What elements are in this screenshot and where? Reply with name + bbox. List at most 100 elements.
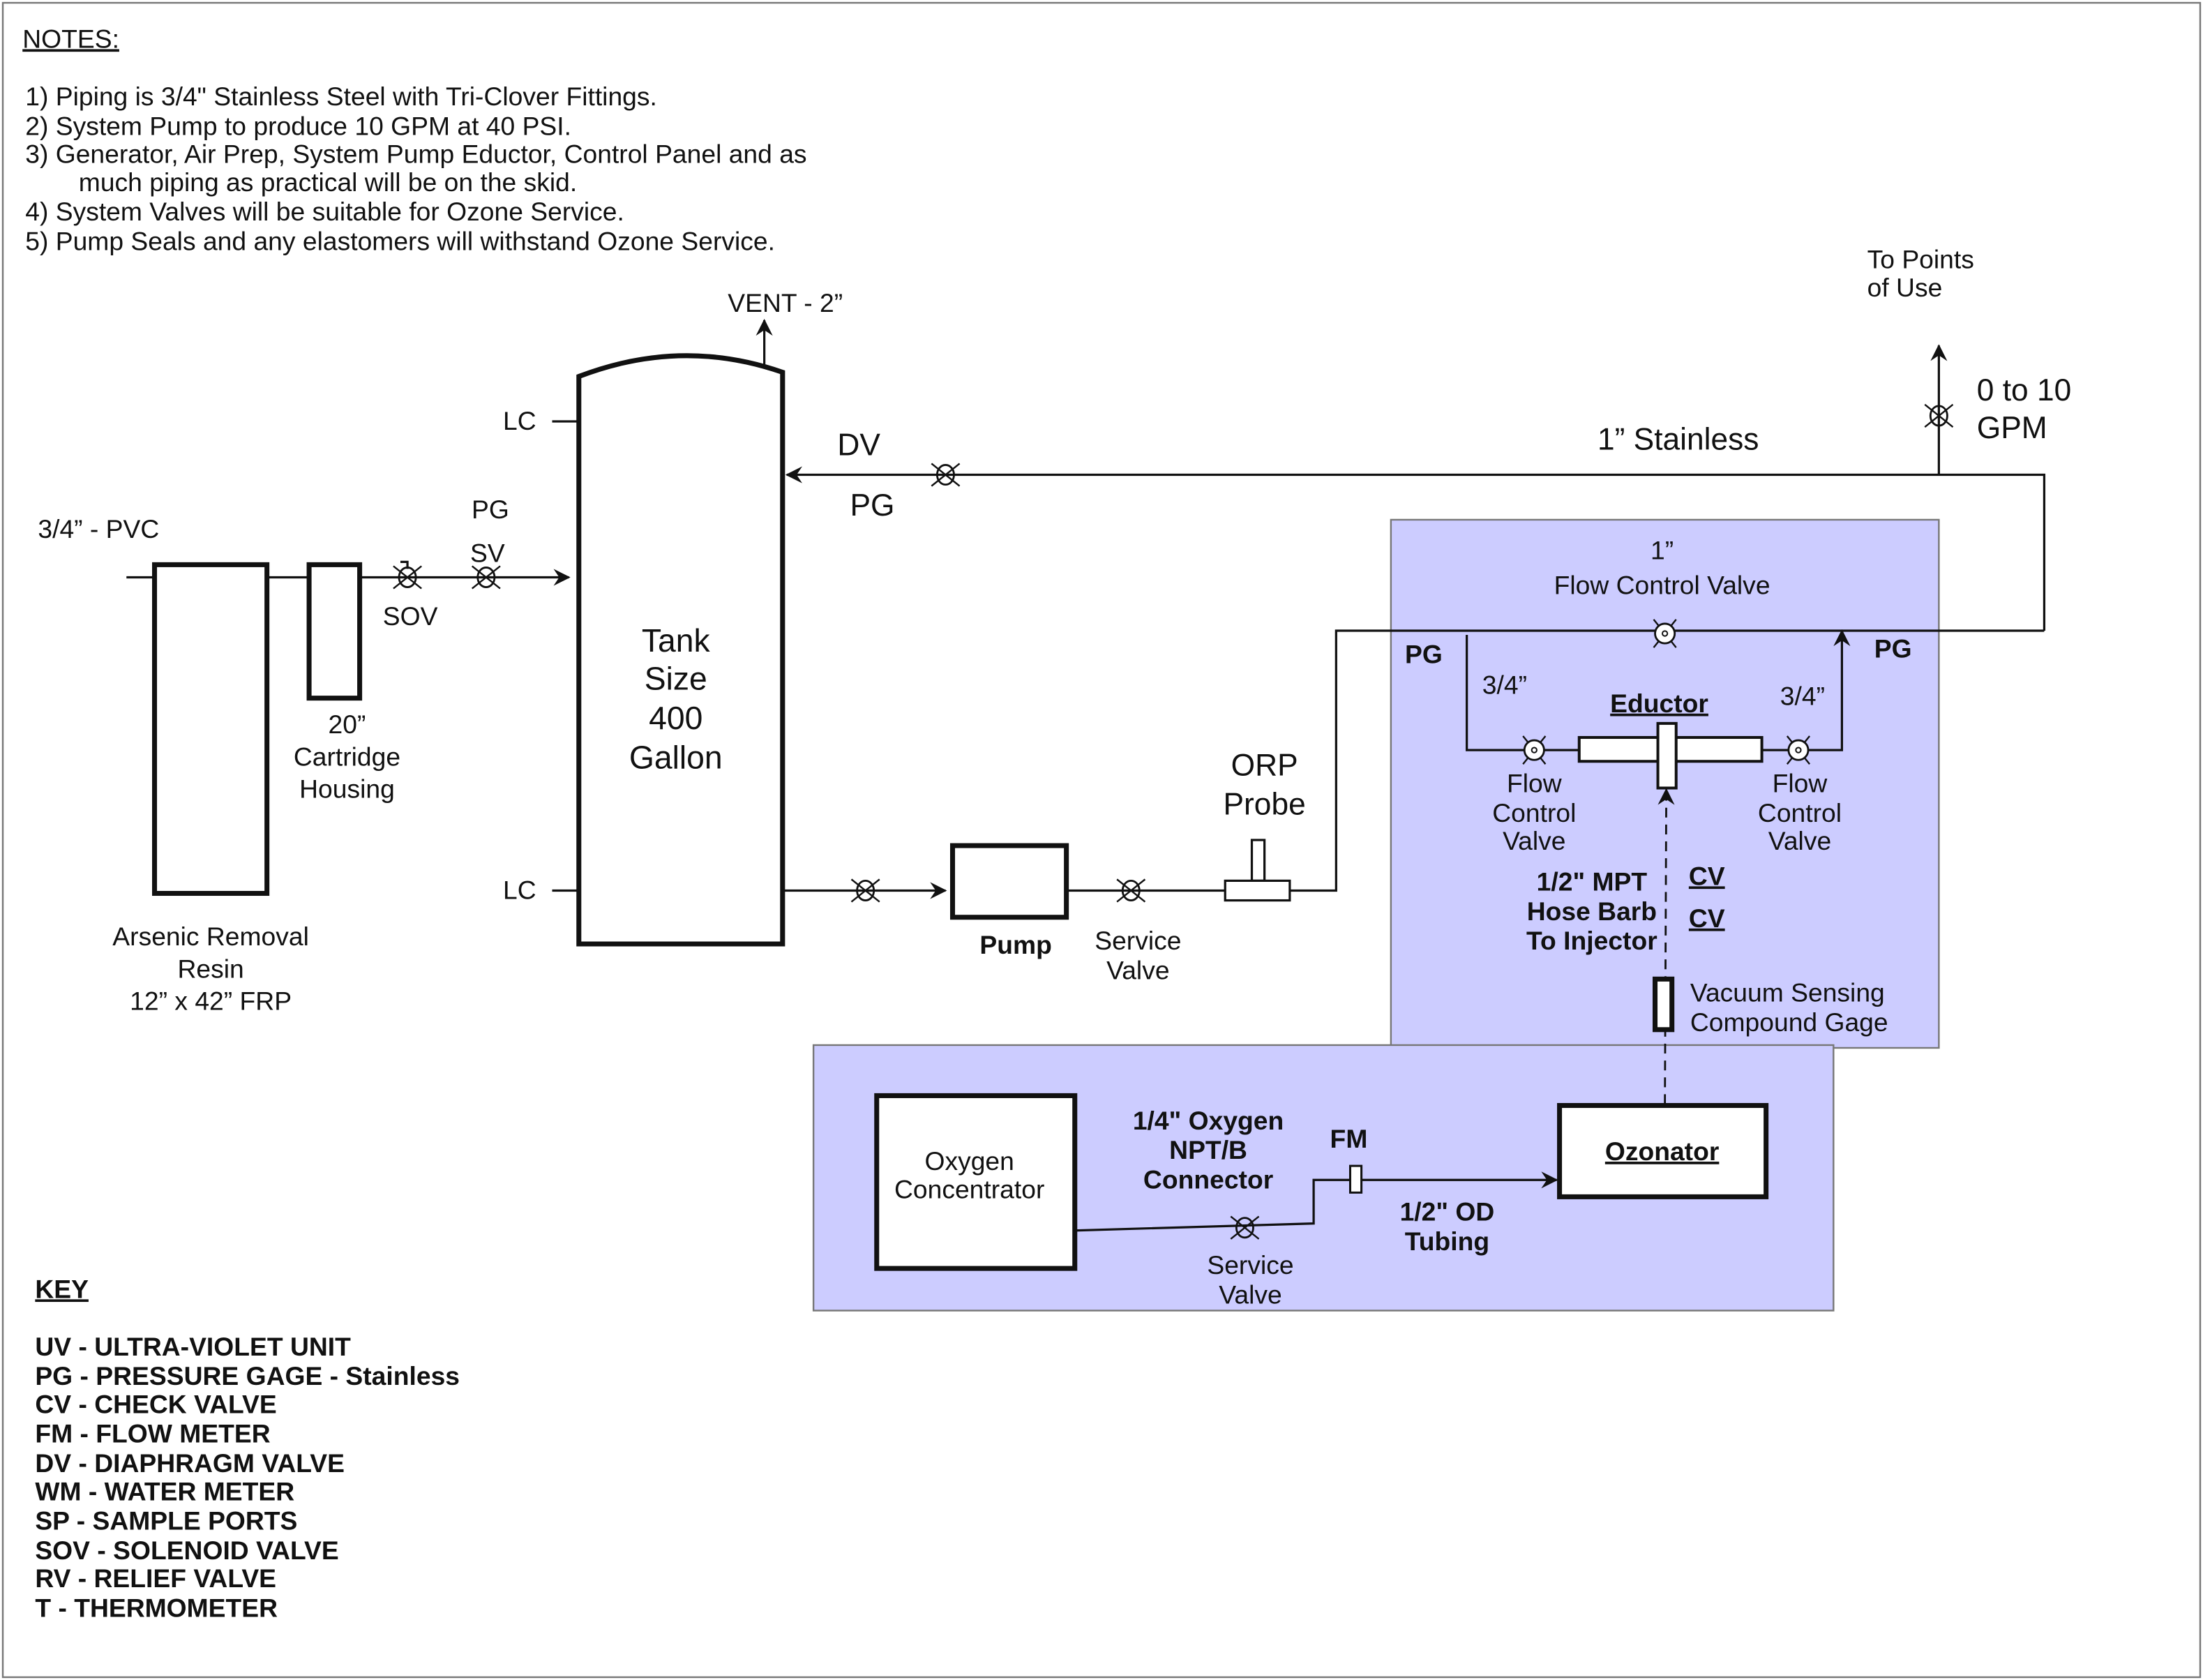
fcv-left-label-3: Valve <box>1503 826 1565 855</box>
lc-top-label: LC <box>503 406 536 435</box>
fcv-top-label-1: 1” <box>1651 535 1674 564</box>
key-item: SOV - SOLENOID VALVE <box>35 1536 338 1565</box>
fcv-left-label-1: Flow <box>1507 769 1562 798</box>
cartridge-housing <box>306 562 363 701</box>
concentrator-label-1: Oxygen <box>924 1146 1014 1176</box>
fcv-right-label-3: Valve <box>1768 826 1831 855</box>
hose-barb-label-1: 1/2" MPT <box>1537 867 1648 896</box>
points-of-use-label-1: To Points <box>1867 245 1974 274</box>
tank-label-2: Size <box>645 661 707 697</box>
key-item: FM - FLOW METER <box>35 1419 270 1448</box>
note-3: 3) Generator, Air Prep, System Pump Educ… <box>25 140 806 169</box>
notes-title: NOTES: <box>22 24 119 53</box>
pump-label: Pump <box>979 930 1052 959</box>
oxygen-tubing <box>1074 1171 1558 1232</box>
flow-label-1: 0 to 10 <box>1977 373 2071 407</box>
vacuum-gage <box>1653 976 1675 1033</box>
orp-label-2: Probe <box>1224 788 1306 822</box>
ozonator <box>1557 1103 1769 1199</box>
pg-left-label: PG <box>1405 639 1443 668</box>
note-5: 5) Pump Seals and any elastomers will wi… <box>25 226 775 255</box>
flow-label-2: GPM <box>1977 411 2047 445</box>
pvc-label: 3/4” - PVC <box>38 514 159 543</box>
note-4: 4) System Valves will be suitable for Oz… <box>25 197 624 226</box>
cartridge-label-1: 20” <box>329 710 366 739</box>
orp-probe-stem <box>1250 839 1266 882</box>
key-item: RV - RELIEF VALVE <box>35 1563 276 1593</box>
note-2: 2) System Pump to produce 10 GPM at 40 P… <box>25 111 571 140</box>
tank-label-3: 400 <box>649 700 702 736</box>
pg-label-return: PG <box>850 488 894 523</box>
fcv-right-label-1: Flow <box>1773 769 1828 798</box>
tank-section: VENT - 2” LC LC Tank Size 400 Gallon <box>503 288 843 947</box>
check-valve-label-2: CV <box>1689 903 1725 933</box>
key-item: SP - SAMPLE PORTS <box>35 1506 297 1536</box>
cartridge-label-2: Cartridge <box>294 742 400 771</box>
flow-meter <box>1348 1164 1363 1194</box>
fcv-top-label-2: Flow Control Valve <box>1554 571 1770 600</box>
pg-label-inlet: PG <box>472 495 509 524</box>
size-right-label: 3/4” <box>1780 682 1825 711</box>
tank <box>576 353 785 947</box>
flow-control-valve-left-icon[interactable] <box>1521 735 1547 765</box>
pump-service-valve-label-2: Valve <box>1106 955 1169 984</box>
sv-label: SV <box>470 538 505 567</box>
connector-label-2: NPT/B <box>1169 1135 1247 1164</box>
key-item: PG - PRESSURE GAGE - Stainless <box>35 1361 460 1390</box>
key-item: T - THERMOMETER <box>35 1593 278 1622</box>
inlet-section: 3/4” - PVC SOV PG SV Arsenic Removal Res… <box>38 495 571 1016</box>
ozone-gas-line <box>1657 788 1675 1104</box>
fcv-right-label-2: Control <box>1758 798 1842 827</box>
connector-label-3: Connector <box>1143 1164 1273 1194</box>
oxygen-service-valve-label-2: Valve <box>1219 1280 1281 1309</box>
key-item: DV - DIAPHRAGM VALVE <box>35 1448 345 1478</box>
points-of-use-label-2: of Use <box>1867 273 1943 302</box>
tubing-label-1: 1/2" OD <box>1400 1197 1495 1227</box>
notes-section: NOTES: 1) Piping is 3/4" Stainless Steel… <box>22 24 806 255</box>
eductor-skid: 1” Flow Control Valve PG PG 3/4” 3/4” Ed… <box>1405 535 1912 1104</box>
key-item: WM - WATER METER <box>35 1476 294 1506</box>
return-pipe <box>785 466 2046 631</box>
fm-label: FM <box>1330 1124 1368 1153</box>
oxygen-service-valve-label-1: Service <box>1207 1250 1293 1280</box>
pump-discharge-pipe <box>1066 629 2045 892</box>
orp-label-1: ORP <box>1231 748 1298 782</box>
resin-label-3: 12” x 42” FRP <box>130 987 292 1016</box>
hose-barb-label-2: Hose Barb <box>1527 897 1657 926</box>
eductor-injector <box>1656 721 1678 790</box>
vent-label: VENT - 2” <box>728 288 843 317</box>
return-line-section: DV PG 1” Stainless To Points of Use 0 to… <box>785 245 2071 631</box>
hose-barb-label-3: To Injector <box>1526 926 1657 955</box>
resin-label-2: Resin <box>177 954 243 983</box>
cartridge-label-3: Housing <box>299 774 395 804</box>
key-item: CV - CHECK VALVE <box>35 1389 276 1418</box>
pg-right-label: PG <box>1874 633 1912 663</box>
resin-label-1: Arsenic Removal <box>112 922 309 951</box>
orp-probe-tee <box>1224 879 1291 902</box>
note-3-cont: much piping as practical will be on the … <box>79 167 577 197</box>
pump-line-section: Pump Service Valve ORP Probe <box>782 629 2045 984</box>
fcv-left-label-2: Control <box>1492 798 1576 827</box>
flow-control-valve-1in-icon[interactable] <box>1653 618 1678 649</box>
check-valve-label-1: CV <box>1689 861 1725 890</box>
ozonator-label: Ozonator <box>1605 1137 1720 1166</box>
note-1: 1) Piping is 3/4" Stainless Steel with T… <box>25 82 657 111</box>
oxygen-skid: Oxygen Concentrator FM 1/4" Oxygen NPT/B… <box>874 1093 1769 1309</box>
eductor-label: Eductor <box>1610 689 1708 718</box>
key-item: UV - ULTRA-VIOLET UNIT <box>35 1332 351 1361</box>
oxygen-concentrator <box>874 1093 1078 1271</box>
lc-bottom-label: LC <box>503 876 536 905</box>
stainless-label: 1” Stainless <box>1597 422 1759 456</box>
connector-label-1: 1/4" Oxygen <box>1133 1106 1284 1135</box>
key-title: KEY <box>35 1274 89 1303</box>
key-section: KEY UV - ULTRA-VIOLET UNIT PG - PRESSURE… <box>35 1274 460 1622</box>
concentrator-label-2: Concentrator <box>894 1174 1044 1203</box>
dv-label: DV <box>837 428 880 462</box>
gage-label-1: Vacuum Sensing <box>1690 978 1885 1007</box>
size-left-label: 3/4” <box>1482 670 1527 700</box>
pump-service-valve-label-1: Service <box>1095 926 1181 955</box>
gage-label-2: Compound Gage <box>1690 1007 1888 1037</box>
pump <box>949 843 1069 920</box>
flow-control-valve-right-icon[interactable] <box>1786 735 1811 765</box>
